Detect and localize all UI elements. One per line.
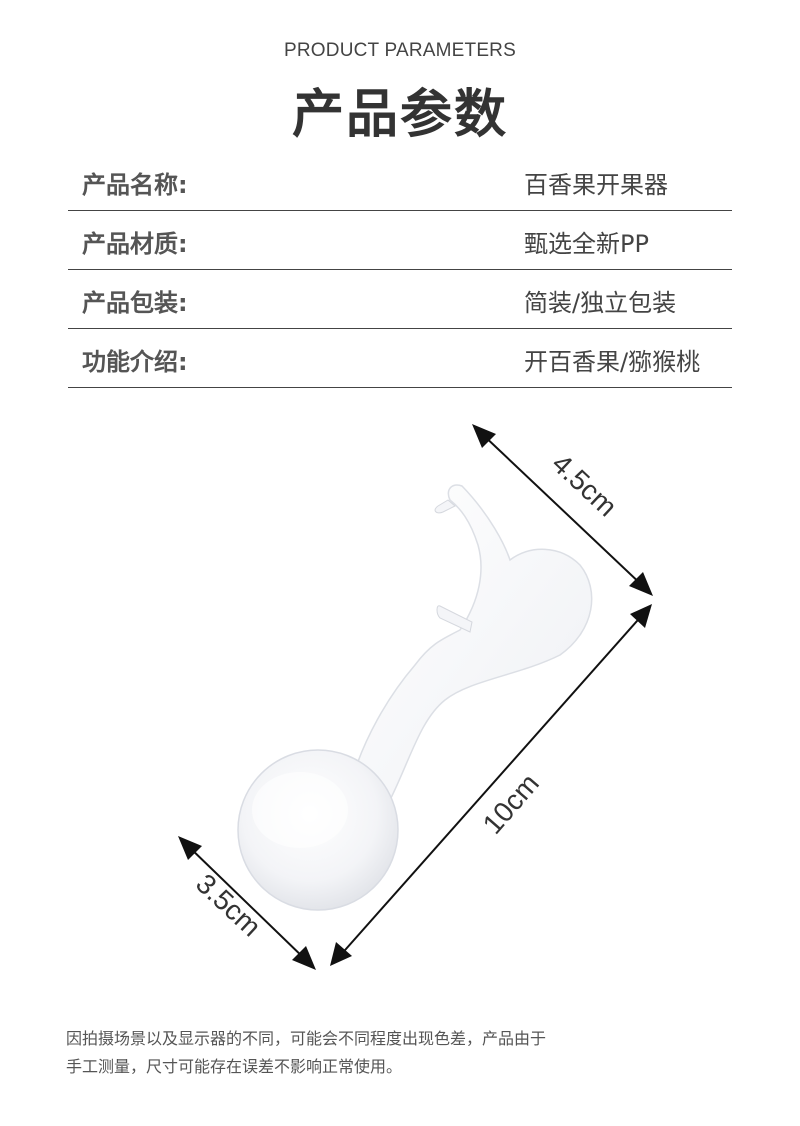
parameter-table: 产品名称: 百香果开果器 产品材质: 甄选全新PP 产品包装: 简装/独立包装 … [68, 152, 732, 388]
page-title: 产品参数 [291, 85, 508, 145]
dimension-label-length: 10cm [477, 768, 545, 840]
param-row-function: 功能介绍: 开百香果/猕猴桃 [68, 329, 732, 388]
fruit-opener-image [237, 484, 593, 911]
param-label: 产品名称: [82, 171, 188, 199]
dimension-arrow-length [330, 604, 652, 966]
dimension-arrow-spoon [178, 836, 316, 970]
disclaimer-line: 手工测量，尺寸可能存在误差不影响正常使用。 [66, 1057, 403, 1076]
subtitle: PRODUCT PARAMETERS [284, 40, 516, 61]
param-row-material: 产品材质: 甄选全新PP [68, 211, 732, 270]
param-label: 功能介绍: [82, 348, 188, 376]
disclaimer-line: 因拍摄场景以及显示器的不同，可能会不同程度出现色差，产品由于 [66, 1029, 547, 1048]
param-label: 产品包装: [82, 289, 188, 317]
param-value: 百香果开果器 [524, 171, 668, 199]
param-row-packaging: 产品包装: 简装/独立包装 [68, 270, 732, 329]
param-value: 简装/独立包装 [524, 289, 677, 317]
product-dimension-figure: 4.5cm 10cm 3.5cm [178, 424, 653, 970]
param-value: 开百香果/猕猴桃 [524, 348, 701, 376]
dimension-arrow-width [472, 424, 653, 596]
param-value: 甄选全新PP [524, 230, 649, 258]
dimension-label-width: 4.5cm [546, 448, 623, 523]
disclaimer-note: 因拍摄场景以及显示器的不同，可能会不同程度出现色差，产品由于 手工测量，尺寸可能… [66, 1025, 626, 1081]
param-row-name: 产品名称: 百香果开果器 [68, 152, 732, 211]
param-label: 产品材质: [82, 230, 188, 258]
